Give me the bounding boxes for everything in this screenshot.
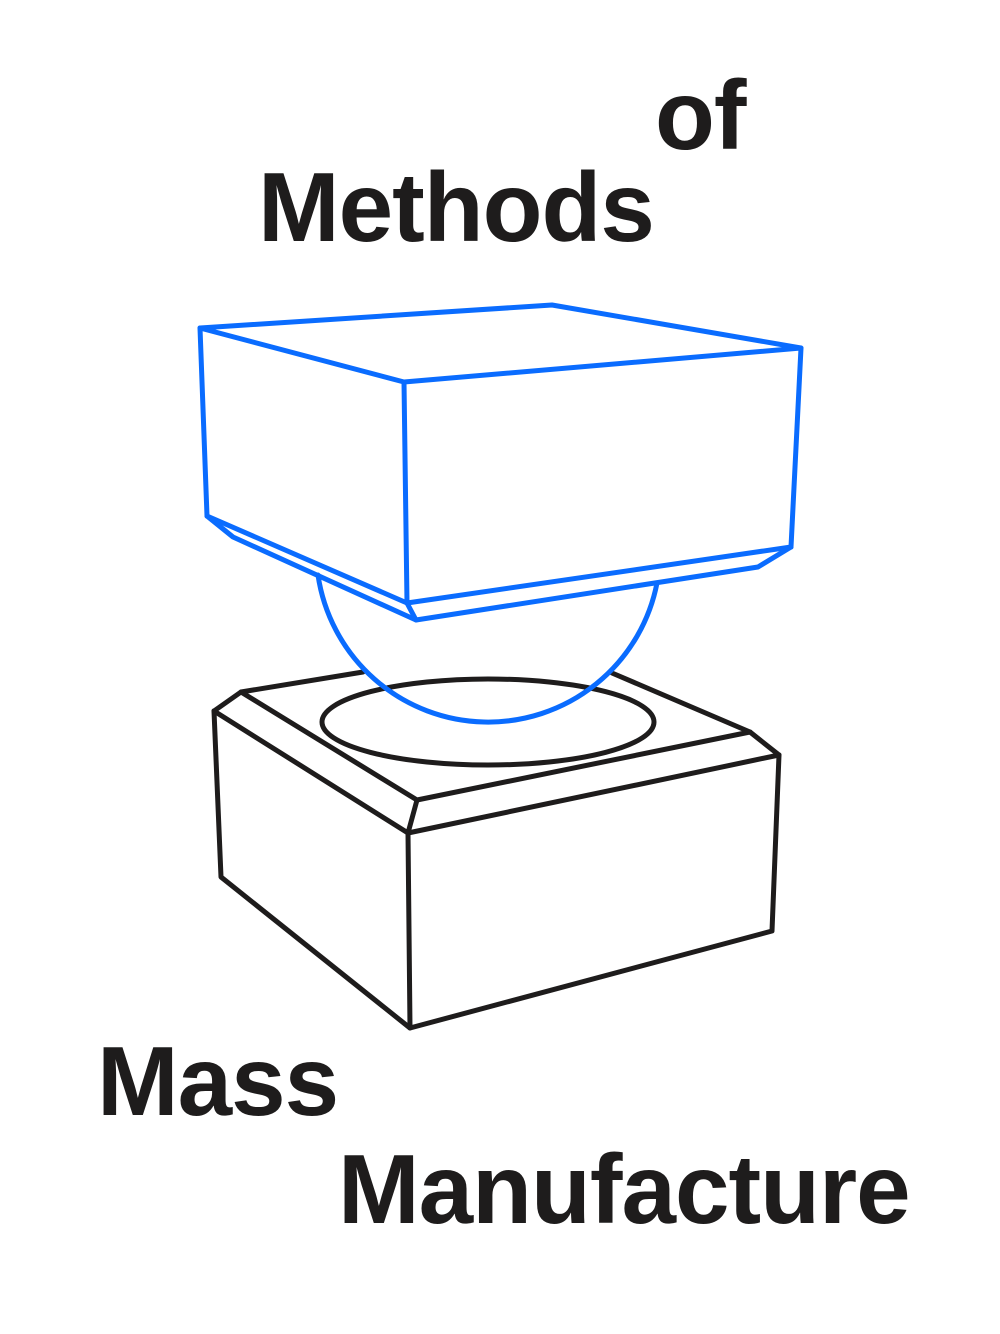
title-word-manufacture: Manufacture [338,1134,911,1244]
title-word-of: of [655,60,746,170]
base-box-with-recess-icon [211,669,782,1031]
box-on-sphere-icon [197,302,804,725]
title-word-methods: Methods [258,152,655,262]
title-word-mass: Mass [97,1026,339,1136]
